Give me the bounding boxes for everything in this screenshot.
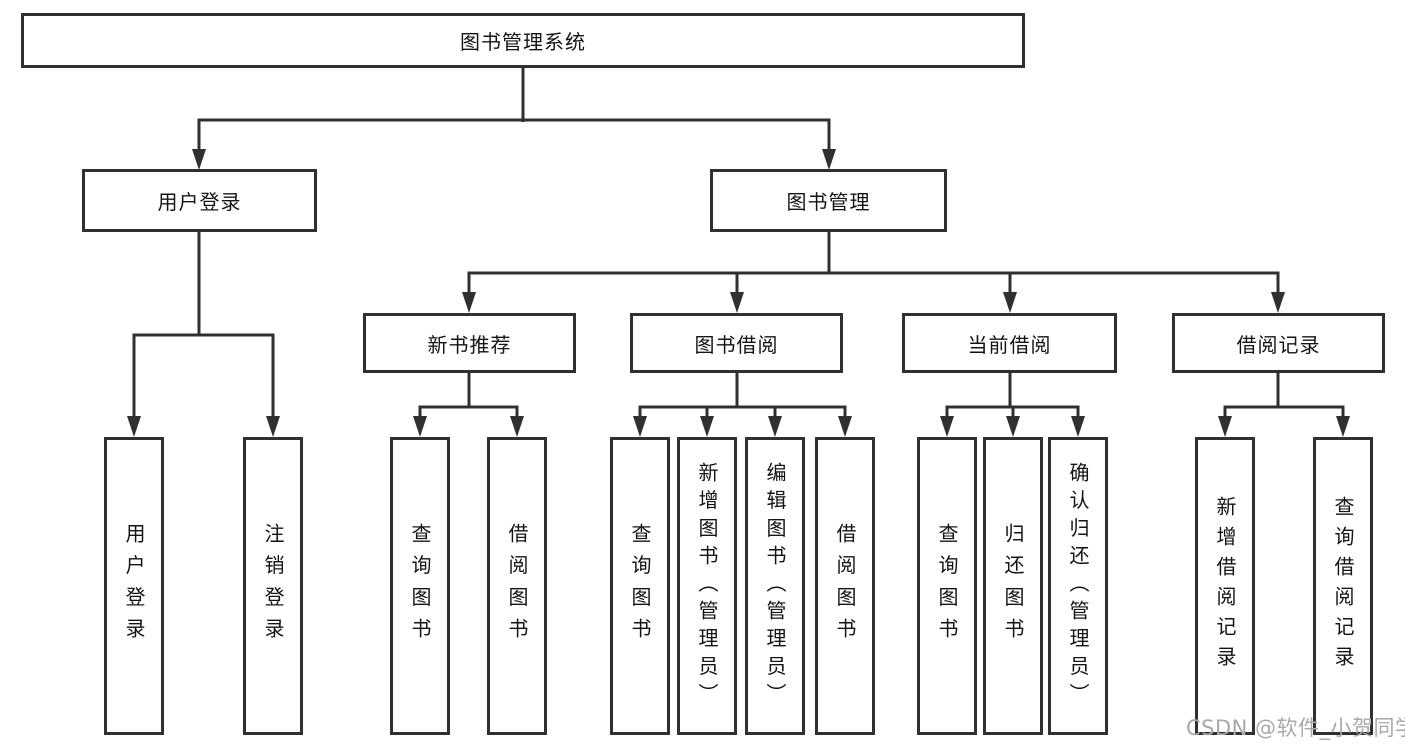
connector-login [132,232,275,420]
node-label: 用户登录 [122,522,146,650]
connector-borrow [638,373,847,420]
leaf-return-books: 归还图书 [983,437,1043,735]
arrow-icon [192,149,206,170]
node-label: 图书借阅 [694,332,779,357]
arrow-icon [1071,416,1085,437]
arrow-icon [940,416,954,437]
leaf-user-login: 用户登录 [104,437,164,735]
node-label: 图书管理 [786,190,871,214]
node-label: 用户登录 [157,190,242,214]
node-borrow-records: 借阅记录 [1172,313,1385,373]
connector-root [197,68,831,152]
arrow-icon [510,416,524,437]
node-current-borrow: 当前借阅 [902,313,1117,373]
arrow-icon [1336,416,1350,437]
node-label: 新书推荐 [427,332,512,357]
csdn-watermark: CSDN @软件_小贺同学 [1186,716,1405,740]
leaf-borrow-books: 借阅图书 [487,437,547,735]
node-label: 编辑图书（管理员） [763,461,787,711]
arrow-icon [700,416,714,437]
node-label: 查询图书 [408,522,432,650]
leaf-query-borrow-record: 查询借阅记录 [1313,437,1373,735]
node-new-book-recommend: 新书推荐 [363,313,576,373]
arrow-icon [462,292,476,313]
node-label: 查询借阅记录 [1331,496,1355,676]
arrow-icon [1006,416,1020,437]
node-label: 借阅图书 [833,522,857,650]
leaf-add-borrow-record: 新增借阅记录 [1195,437,1255,735]
arrow-icon [768,416,782,437]
connector-mgmt [467,232,1280,296]
node-book-borrow: 图书借阅 [630,313,843,373]
arrow-icon [413,416,427,437]
node-label: 归还图书 [1001,522,1025,650]
node-library-management-system: 图书管理系统 [21,13,1025,68]
arrow-icon [1003,292,1017,313]
leaf-confirm-return-admin: 确认归还（管理员） [1048,437,1108,735]
arrow-icon [838,416,852,437]
node-book-management: 图书管理 [710,169,947,232]
leaf-borrow-books: 借阅图书 [815,437,875,735]
arrow-icon [1218,416,1232,437]
node-label: 借阅记录 [1236,332,1321,357]
node-label: 新增借阅记录 [1213,496,1237,676]
node-label: 图书管理系统 [460,30,586,54]
connector-records [1223,373,1345,420]
node-label: 注销登录 [261,522,285,650]
node-label: 当前借阅 [967,332,1052,357]
connector-current [945,373,1080,420]
arrow-icon [1271,292,1285,313]
arrow-icon [730,292,744,313]
node-label: 查询图书 [935,522,959,650]
node-label: 新增图书（管理员） [695,461,719,711]
leaf-logout: 注销登录 [243,437,303,735]
arrow-icon [822,149,836,170]
node-user-login: 用户登录 [82,169,317,232]
leaf-add-books-admin: 新增图书（管理员） [677,437,737,735]
arrow-icon [266,416,280,437]
arrow-icon [127,416,141,437]
node-label: 查询图书 [628,522,652,650]
leaf-query-books: 查询图书 [610,437,670,735]
node-label: 确认归还（管理员） [1066,461,1090,711]
leaf-query-books: 查询图书 [917,437,977,735]
node-label: 借阅图书 [505,522,529,650]
leaf-edit-books-admin: 编辑图书（管理员） [745,437,805,735]
arrow-icon [633,416,647,437]
connector-rec [418,373,519,420]
leaf-query-books: 查询图书 [390,437,450,735]
